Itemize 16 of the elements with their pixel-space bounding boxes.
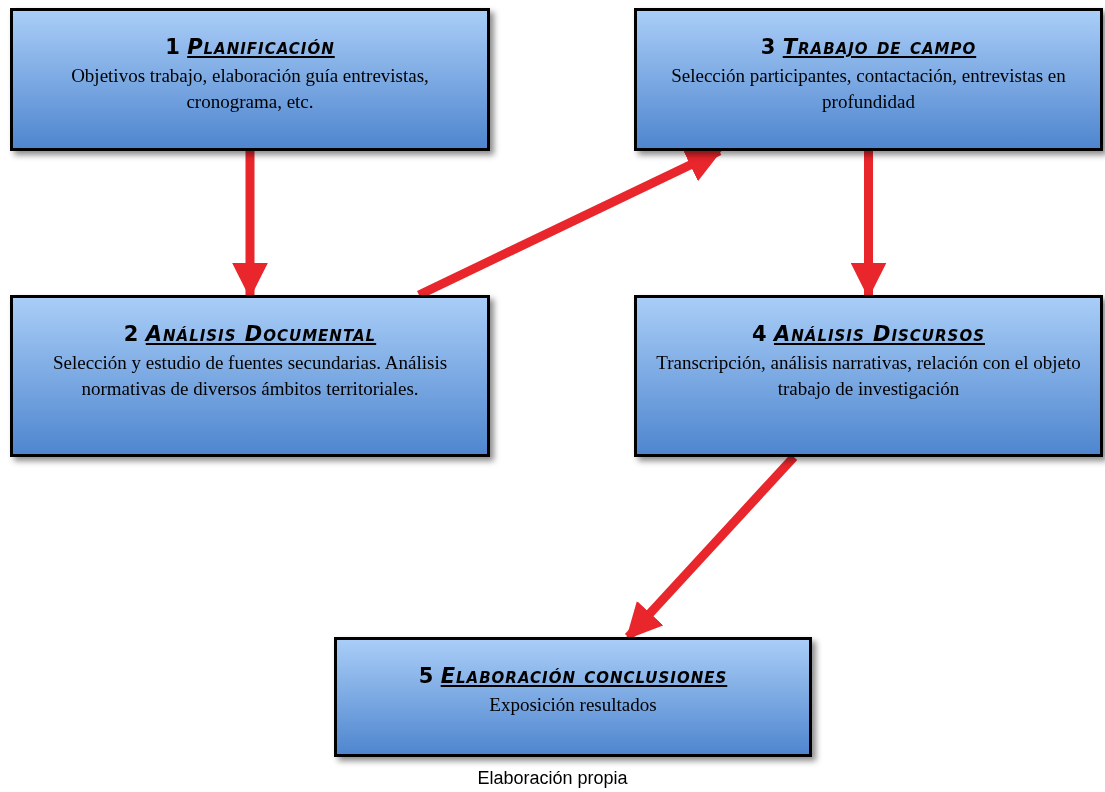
- process-box: [334, 637, 812, 757]
- step-title: 1 Planificación: [164, 35, 336, 59]
- step-title: 3 Trabajo de campo: [759, 35, 978, 59]
- step-description: Selección y estudio de fuentes secundarias. Análisis normativas de diversos ámbitos territoriales.: [51, 351, 449, 401]
- caption: Elaboración propia: [476, 768, 629, 789]
- process-box: [634, 8, 1103, 151]
- step-description: Exposición resultados: [488, 693, 658, 717]
- step-title: 4 Análisis Discursos: [751, 322, 986, 346]
- process-box: [10, 295, 490, 457]
- process-box: [10, 8, 490, 151]
- step-title: 5 Elaboración conclusiones: [417, 664, 729, 688]
- step-description: Objetivos trabajo, elaboración guía entrevistas, cronograma, etc.: [70, 64, 430, 114]
- step-description: Transcripción, análisis narrativas, relación con el objeto trabajo de investigación: [655, 351, 1082, 401]
- process-box: [634, 295, 1103, 457]
- step-title: 2 Análisis Documental: [122, 322, 378, 346]
- step-description: Selección participantes, contactación, entrevistas en profundidad: [670, 64, 1067, 114]
